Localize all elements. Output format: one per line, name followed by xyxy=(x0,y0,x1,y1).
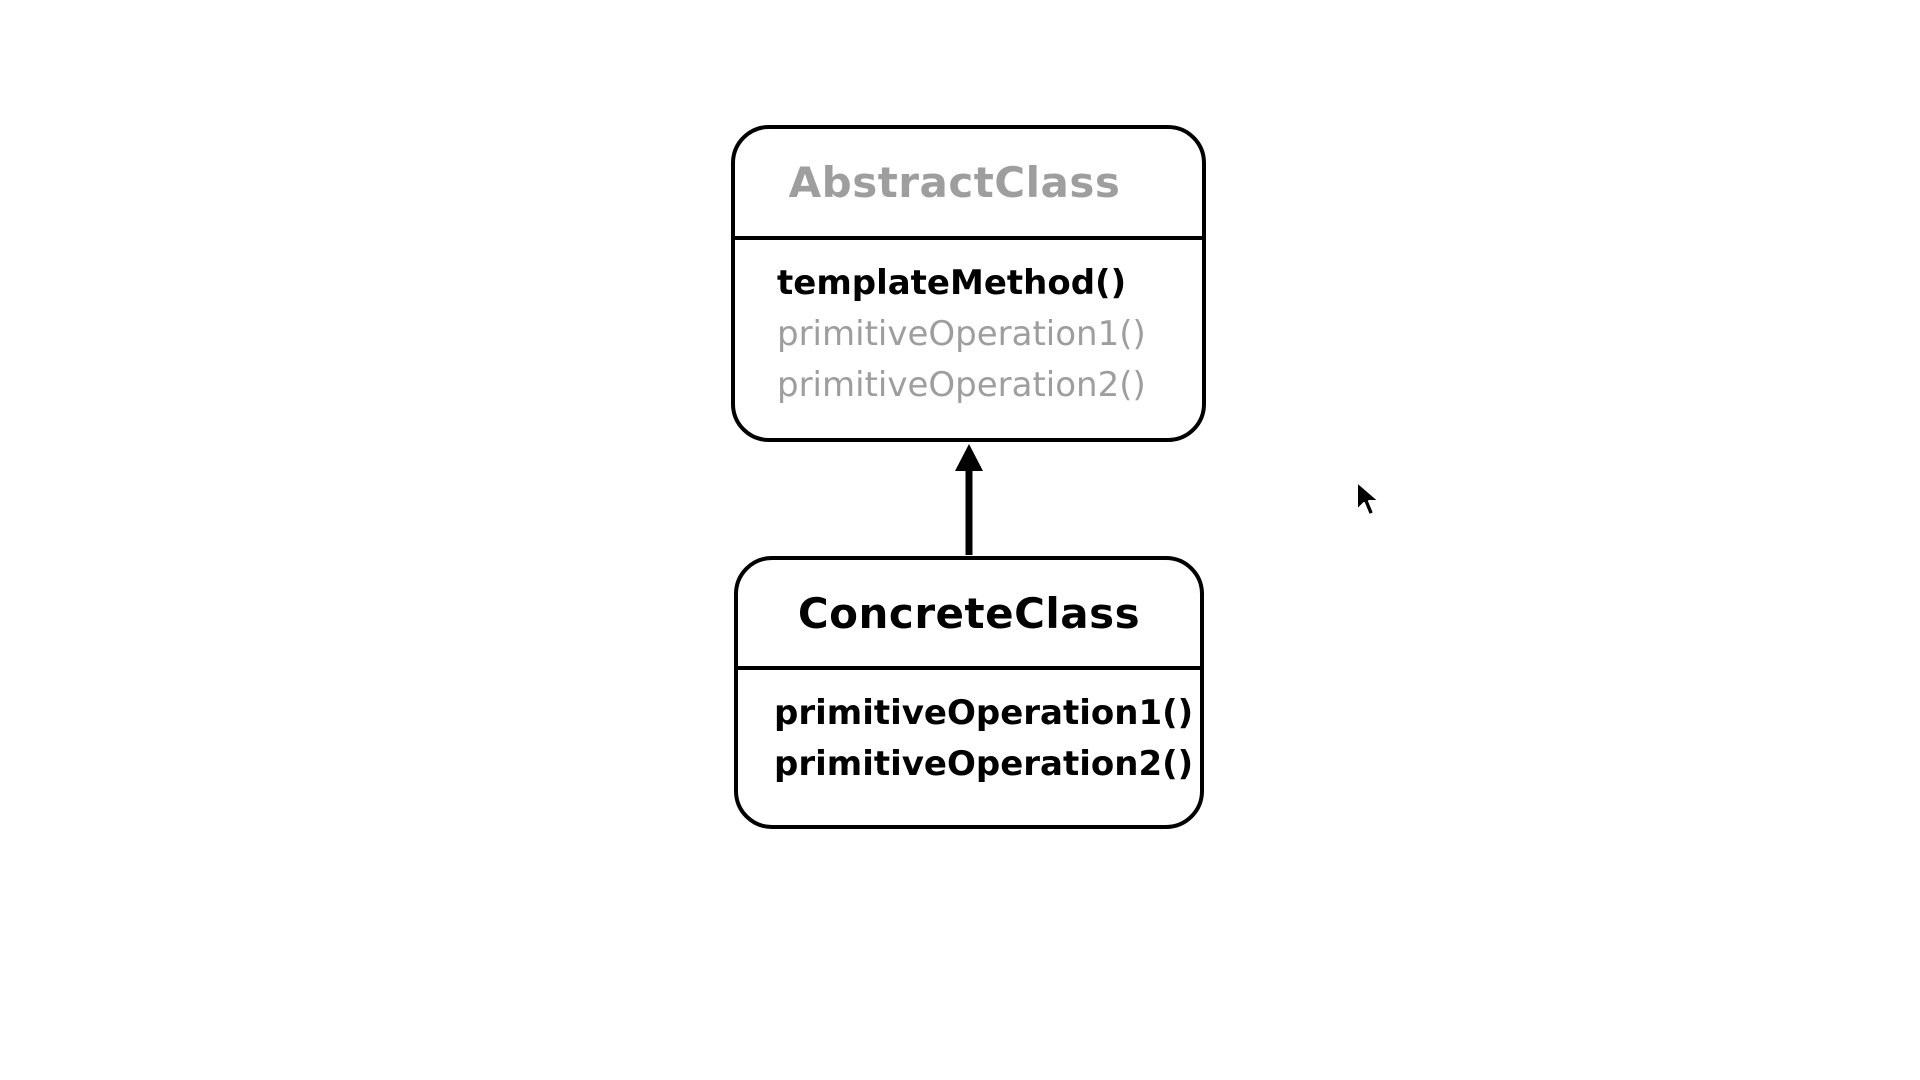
abstract-class-methods: templateMethod() primitiveOperation1() p… xyxy=(735,240,1202,411)
concrete-class-box[interactable]: ConcreteClass primitiveOperation1() prim… xyxy=(734,556,1204,829)
concrete-class-methods: primitiveOperation1() primitiveOperation… xyxy=(738,670,1200,790)
method-primitive-operation-1: primitiveOperation1() xyxy=(777,314,1146,354)
abstract-class-box[interactable]: AbstractClass templateMethod() primitive… xyxy=(731,125,1206,442)
method-primitive-operation-2: primitiveOperation2() xyxy=(774,744,1194,784)
method-primitive-operation-2: primitiveOperation2() xyxy=(777,365,1146,405)
abstract-class-name: AbstractClass xyxy=(735,129,1202,240)
method-primitive-operation-1: primitiveOperation1() xyxy=(774,693,1194,733)
arrow-cursor-icon xyxy=(1356,481,1380,516)
concrete-class-name: ConcreteClass xyxy=(738,560,1200,670)
method-template-method: templateMethod() xyxy=(777,263,1127,303)
inheritance-arrow-head xyxy=(955,444,983,471)
